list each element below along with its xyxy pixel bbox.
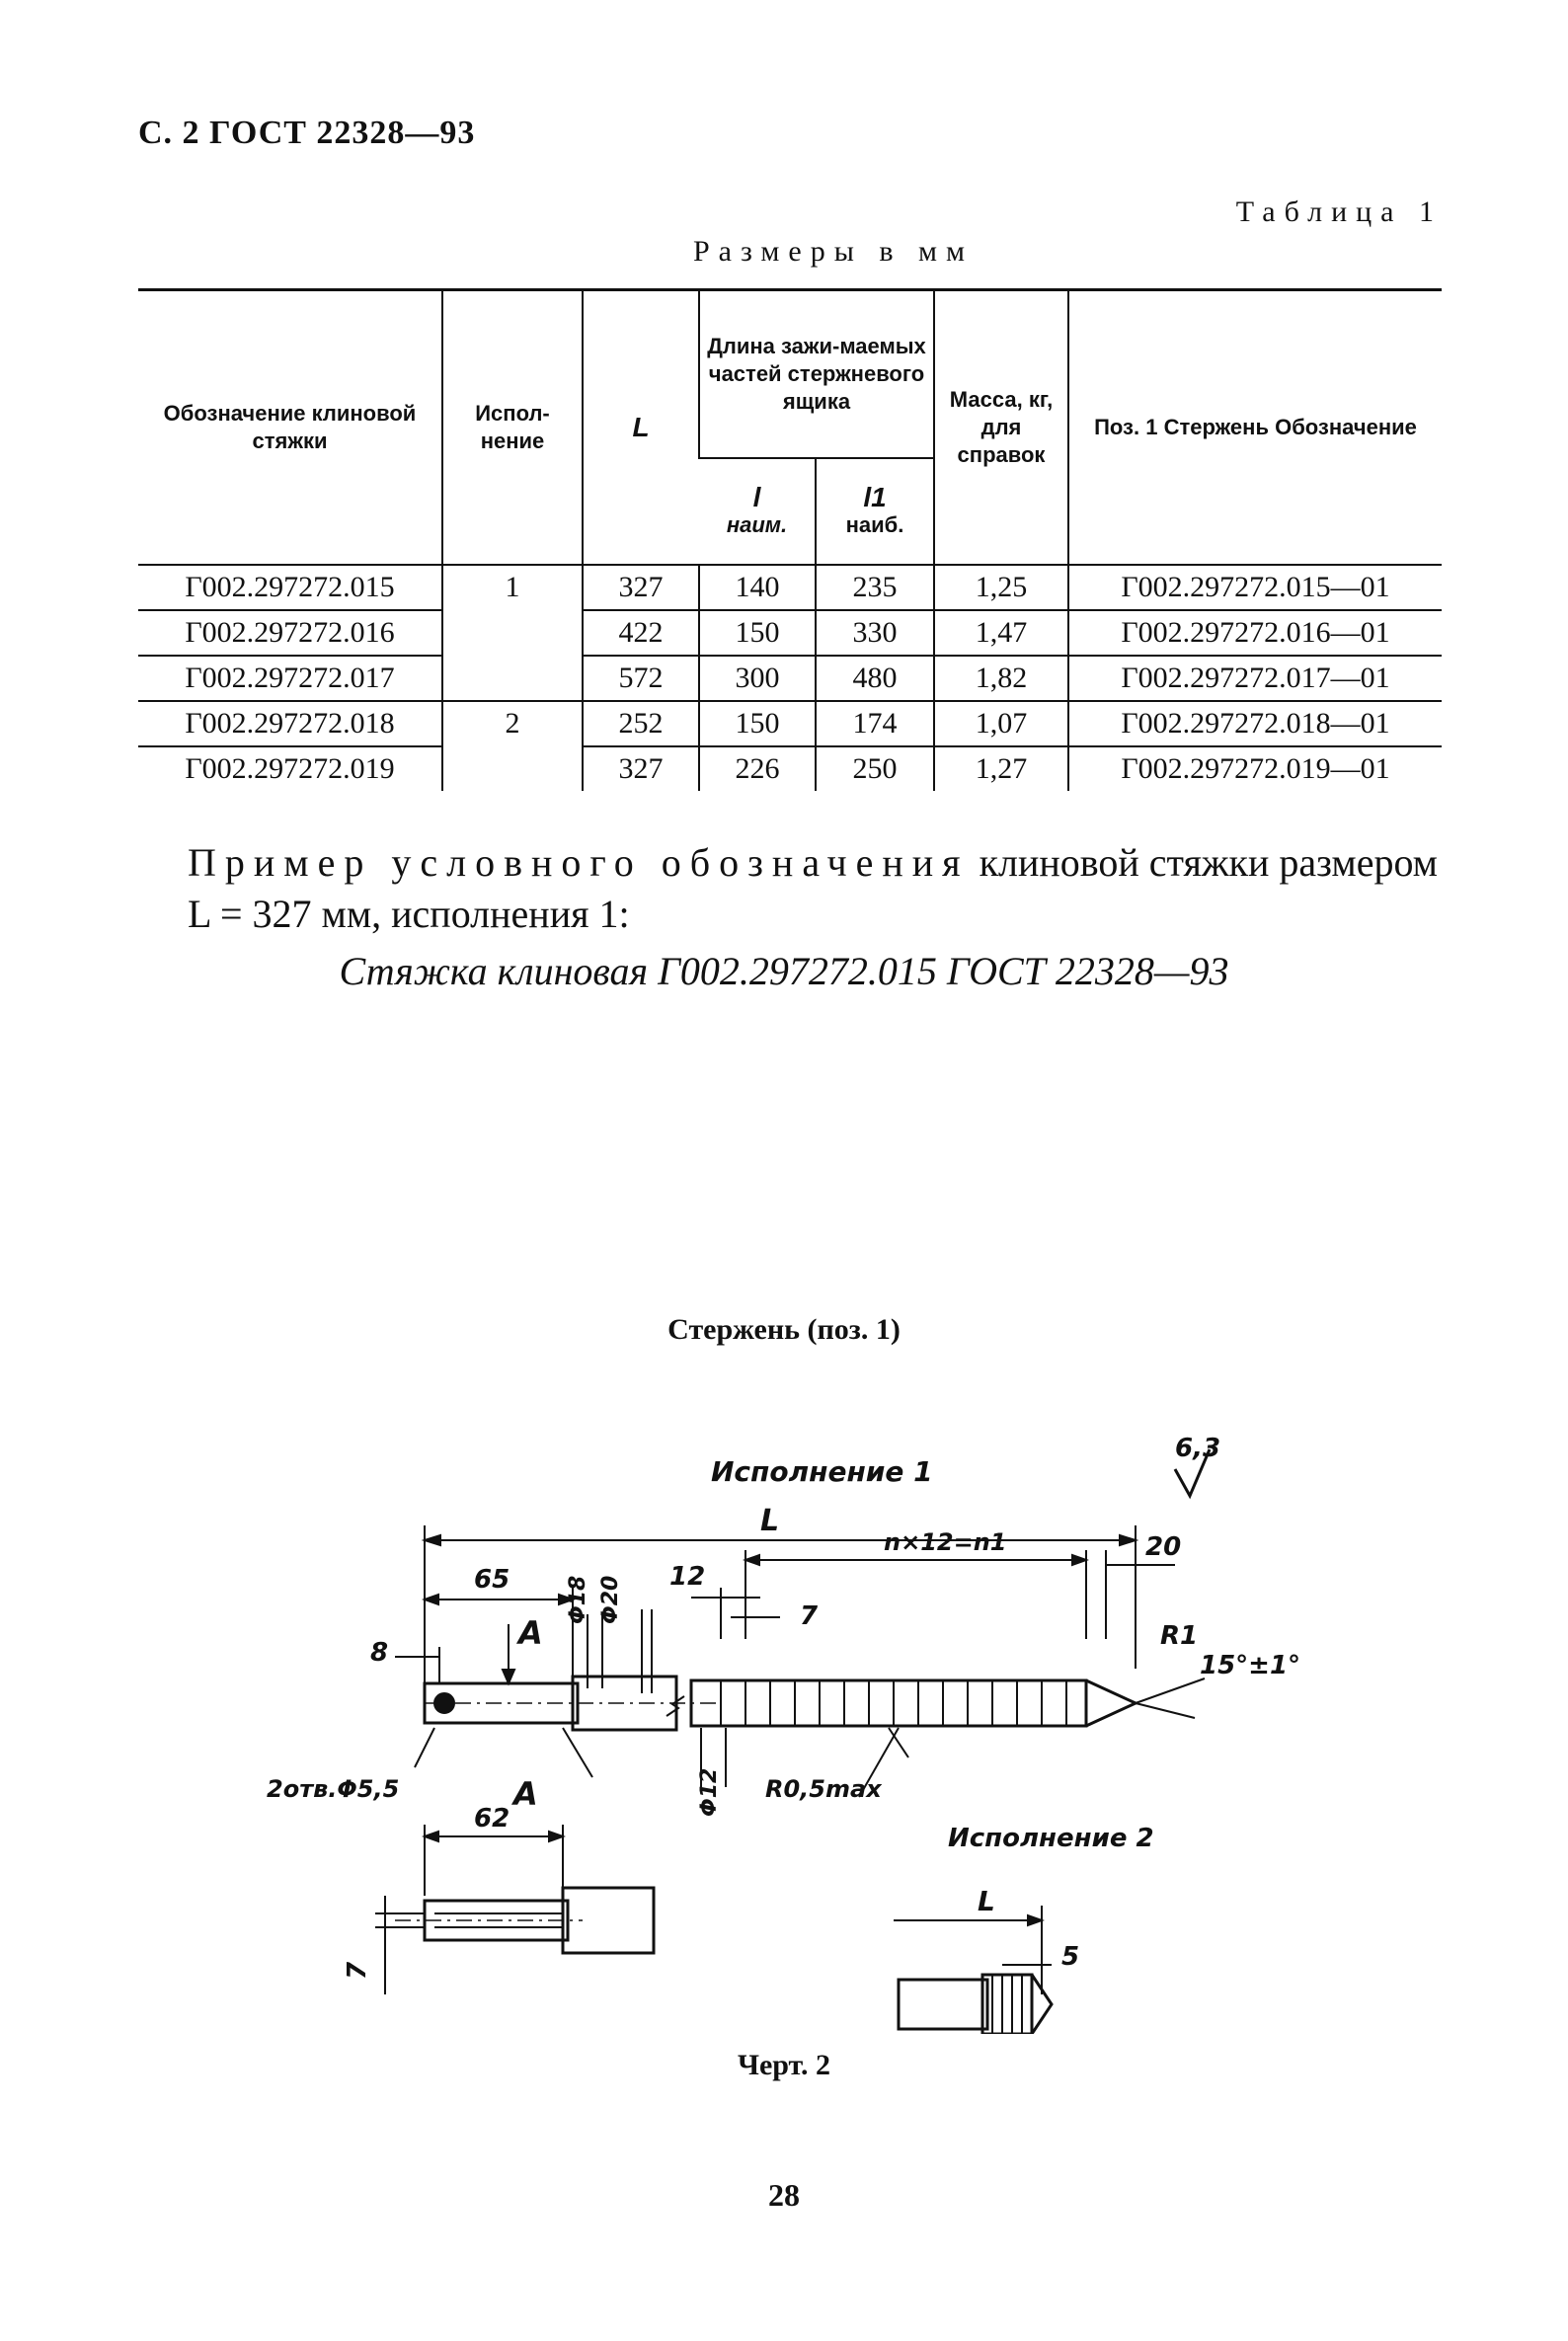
- dim-R1: R1: [1160, 1621, 1198, 1651]
- designation-example: Пример условного обозначения клиновой ст…: [188, 837, 1442, 940]
- dim-angle: 15°±1°: [1200, 1651, 1300, 1680]
- dim-5: 5: [1061, 1942, 1079, 1972]
- cell-mass: 1,07: [933, 699, 1068, 746]
- table-label: Таблица 1: [1235, 195, 1443, 228]
- drawing-title: Стержень (поз. 1): [667, 1313, 901, 1346]
- col-clamp-length: Длина зажи-маемых частей стержневого ящи…: [698, 288, 934, 459]
- cell-pos1: Г002.297272.015—01: [1067, 564, 1442, 610]
- cell-designation: Г002.297272.017: [138, 654, 442, 701]
- cell-l1: 174: [815, 699, 934, 746]
- cell-L: 327: [582, 564, 699, 610]
- cell-l1: 330: [815, 608, 934, 656]
- dim-L: L: [760, 1504, 779, 1538]
- table-row: Г002.297272.016 422 150 330 1,47 Г002.29…: [138, 608, 1442, 656]
- drawing-caption: Черт. 2: [737, 2049, 831, 2081]
- col-pos1: Поз. 1 Стержень Обозначение: [1067, 288, 1442, 566]
- thread-teeth: [720, 1680, 1067, 1726]
- cell-mass: 1,27: [933, 744, 1068, 791]
- cell-L: 252: [582, 699, 699, 746]
- cell-version: 1: [441, 564, 583, 610]
- cell-l: 150: [698, 608, 816, 656]
- cell-l: 300: [698, 654, 816, 701]
- table-row: Г002.297272.018 2 252 150 174 1,07 Г002.…: [138, 699, 1442, 746]
- cell-l1: 250: [815, 744, 934, 791]
- cell-designation: Г002.297272.018: [138, 699, 442, 746]
- rod-drawing: 6,3 Исполнение 1 L 65 8 A Φ18 Φ20 12 7 n…: [267, 1434, 1300, 2034]
- cell-mass: 1,82: [933, 654, 1068, 701]
- dim-phi20: Φ20: [598, 1576, 623, 1624]
- example-lead: Пример условного обозначения: [188, 840, 970, 885]
- dim-62: 62: [474, 1804, 510, 1834]
- cell-version: 2: [441, 699, 583, 746]
- cell-pos1: Г002.297272.016—01: [1067, 608, 1442, 656]
- col-l1-max: l1 наиб.: [815, 457, 934, 566]
- cell-l1: 235: [815, 564, 934, 610]
- cell-l: 150: [698, 699, 816, 746]
- cell-mass: 1,47: [933, 608, 1068, 656]
- cell-l: 226: [698, 744, 816, 791]
- dim-pitch: n×12=n1: [884, 1528, 1007, 1556]
- cell-mass: 1,25: [933, 564, 1068, 610]
- page-number: 28: [768, 2177, 800, 2213]
- col-l-min: l наим.: [699, 457, 816, 566]
- cell-L: 422: [582, 608, 699, 656]
- cell-l: 140: [698, 564, 816, 610]
- dim-L2: L: [978, 1885, 995, 1917]
- cell-version: [441, 655, 583, 701]
- cell-L: 572: [582, 654, 699, 701]
- cell-L: 327: [582, 744, 699, 791]
- dim-phi18: Φ18: [566, 1576, 590, 1624]
- cell-designation: Г002.297272.015: [185, 570, 395, 603]
- dim-65: 65: [474, 1565, 510, 1595]
- dim-7: 7: [800, 1601, 819, 1631]
- cell-version: [441, 745, 583, 791]
- example-rest: клиновой стяжки размером L = 327 мм, исп…: [188, 840, 1438, 936]
- dim-20: 20: [1145, 1532, 1181, 1562]
- cell-designation: Г002.297272.019: [138, 744, 442, 791]
- cell-designation: Г002.297272.016: [138, 608, 442, 656]
- dim-phi12: Φ12: [697, 1768, 722, 1817]
- roughness-mark: [1173, 1448, 1212, 1500]
- cell-pos1: Г002.297272.018—01: [1067, 699, 1442, 746]
- table-row: Г002.297272.015 1 327 140 235 1,25 Г002.…: [138, 564, 1442, 610]
- col-mass: Масса, кг, для справок: [933, 288, 1068, 566]
- table-row: Г002.297272.017 572 300 480 1,82 Г002.29…: [138, 654, 1442, 701]
- cell-version: [441, 609, 583, 656]
- holes-label: 2отв.Φ5,5: [267, 1775, 399, 1803]
- page-header: С. 2 ГОСТ 22328—93: [138, 115, 476, 151]
- section-A-top: A: [515, 1614, 543, 1652]
- col-L: L: [582, 288, 699, 566]
- dim-7b: 7: [343, 1961, 372, 1980]
- cell-pos1: Г002.297272.019—01: [1067, 744, 1442, 791]
- dim-8: 8: [370, 1638, 388, 1668]
- version1-label: Исполнение 1: [711, 1455, 933, 1488]
- table-row: Г002.297272.019 327 226 250 1,27 Г002.29…: [138, 744, 1442, 791]
- version2-label: Исполнение 2: [948, 1824, 1154, 1853]
- dim-12: 12: [669, 1562, 705, 1592]
- cell-pos1: Г002.297272.017—01: [1067, 654, 1442, 701]
- dimensions-table: Обозначение клиновой стяжки Испол-нение …: [138, 288, 1442, 791]
- col-version: Испол-нение: [441, 288, 583, 566]
- cell-l1: 480: [815, 654, 934, 701]
- example-code: Стяжка клиновая Г002.297272.015 ГОСТ 223…: [339, 949, 1229, 993]
- units-label: Размеры в мм: [692, 235, 974, 268]
- col-designation: Обозначение клиновой стяжки: [138, 288, 442, 566]
- section-A-bottom: A: [510, 1775, 538, 1813]
- dim-R05: R0,5max: [765, 1775, 883, 1803]
- roughness-label: 6,3: [1175, 1434, 1220, 1463]
